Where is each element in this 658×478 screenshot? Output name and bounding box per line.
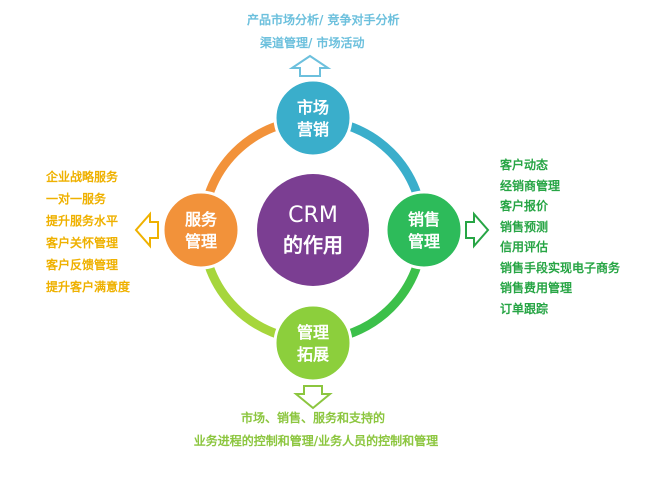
marketing-item: 渠道管理/ 市场活动: [260, 35, 365, 50]
sales-item: 信用评估: [500, 239, 548, 254]
arrow-right-icon: [465, 211, 490, 249]
arrow-left-icon: [134, 211, 159, 249]
svg-text:市场: 市场: [297, 98, 329, 117]
node-sales: 销售 管理: [384, 190, 464, 270]
svg-text:服务: 服务: [185, 210, 218, 229]
service-item: 提升服务水平: [46, 213, 118, 228]
svg-text:管理: 管理: [297, 323, 329, 342]
expansion-item: 市场、销售、服务和支持的: [241, 410, 385, 425]
sales-item: 销售预测: [500, 219, 548, 234]
sales-item: 订单跟踪: [500, 301, 548, 316]
expansion-item: 业务进程的控制和管理/业务人员的控制和管理: [194, 433, 438, 448]
service-item: 企业战略服务: [45, 169, 119, 184]
marketing-item: 产品市场分析/ 竞争对手分析: [247, 12, 400, 27]
service-item: 客户反馈管理: [45, 257, 118, 272]
svg-text:拓展: 拓展: [297, 345, 330, 364]
arrow-up-icon: [288, 54, 332, 77]
node-service: 服务 管理: [161, 190, 241, 270]
center-subtitle: 的作用: [283, 233, 343, 257]
marketing-items: 产品市场分析/ 竞争对手分析 渠道管理/ 市场活动: [247, 12, 400, 50]
sales-item: 经销商管理: [500, 178, 560, 193]
node-marketing: 市场 营销: [273, 78, 353, 158]
sales-item: 客户动态: [499, 157, 548, 172]
service-item: 客户关怀管理: [45, 235, 118, 250]
node-expansion: 管理 拓展: [273, 303, 353, 383]
sales-items: 客户动态 经销商管理 客户报价 销售预测 信用评估 销售手段实现电子商务 销售费…: [499, 157, 621, 316]
expansion-items: 市场、销售、服务和支持的 业务进程的控制和管理/业务人员的控制和管理: [194, 410, 438, 448]
svg-text:管理: 管理: [408, 232, 440, 251]
center-title: CRM: [288, 203, 338, 228]
sales-item: 销售费用管理: [500, 280, 572, 295]
service-item: 一对一服务: [46, 191, 107, 206]
sales-item: 销售手段实现电子商务: [500, 260, 621, 275]
svg-text:营销: 营销: [297, 120, 329, 139]
svg-text:管理: 管理: [185, 232, 217, 251]
center-circle: [257, 174, 369, 286]
arrow-down-icon: [293, 385, 333, 410]
svg-text:销售: 销售: [408, 210, 440, 229]
sales-item: 客户报价: [499, 198, 549, 213]
service-items: 企业战略服务 一对一服务 提升服务水平 客户关怀管理 客户反馈管理 提升客户满意…: [45, 169, 131, 294]
service-item: 提升客户满意度: [46, 279, 131, 294]
